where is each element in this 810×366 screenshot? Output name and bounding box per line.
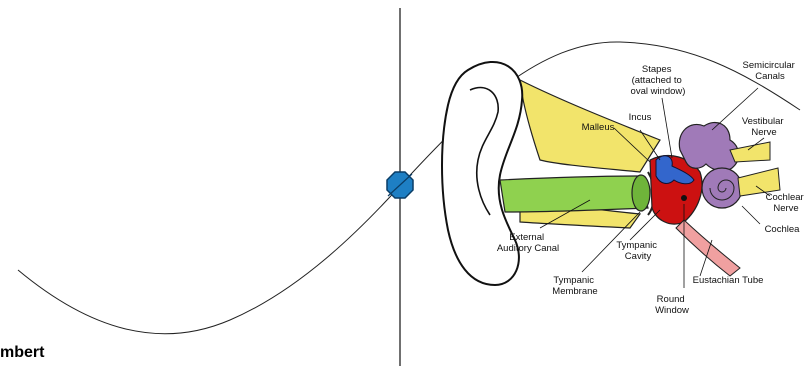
label-round-window-1: Round — [657, 294, 685, 305]
cochlea — [702, 168, 742, 208]
round-window — [681, 195, 687, 201]
label-eustachian: Eustachian Tube — [693, 275, 764, 286]
svg-text:Round Window: Round Window — [655, 294, 689, 316]
canal-end — [632, 175, 650, 211]
label-tympanic-membrane-1: Tympanic — [553, 275, 594, 286]
auditory-canal — [500, 176, 648, 212]
svg-text:Cochlear Nerve: Cochlear Nerve — [766, 192, 807, 214]
label-vestibular-2: Nerve — [751, 127, 776, 138]
svg-text:Semicircular Canals: Semicircular Canals — [743, 60, 798, 82]
eustachian-tube — [676, 220, 740, 276]
label-cochlear-nerve-1: Cochlear — [766, 192, 804, 203]
label-cochlea: Cochlea — [765, 224, 801, 235]
label-malleus: Malleus — [582, 122, 615, 133]
wave-knob[interactable] — [387, 172, 413, 198]
label-cochlear-nerve-2: Nerve — [773, 203, 798, 214]
label-stapes-3: oval window) — [631, 86, 686, 97]
svg-text:Tympanic Cavity: Tympanic Cavity — [616, 240, 659, 262]
label-vestibular-1: Vestibular — [742, 116, 784, 127]
label-incus: Incus — [629, 112, 652, 123]
svg-text:Stapes (attached to: Stapes (attached to oval window) — [631, 64, 686, 97]
svg-text:Vestibular Nerve: Vestibular Nerve — [742, 116, 786, 138]
semicircular-canals — [679, 122, 738, 170]
label-round-window-2: Window — [655, 305, 689, 316]
ear-illustration — [442, 62, 780, 285]
label-semicircular-1: Semicircular — [743, 60, 795, 71]
label-tympanic-membrane-2: Membrane — [552, 286, 597, 297]
svg-text:Tympanic Membrane: Tympanic Membrane — [552, 275, 597, 297]
label-tympanic-cavity-1: Tympanic — [616, 240, 657, 251]
label-semicircular-2: Canals — [755, 71, 785, 82]
label-tympanic-cavity-2: Cavity — [625, 251, 652, 262]
label-stapes-2: (attached to — [632, 75, 682, 86]
footer-text: mbert — [0, 344, 45, 361]
label-stapes-1: Stapes — [642, 64, 672, 75]
label-external-canal-2: Auditory Canal — [497, 243, 559, 254]
label-external-canal-1: External — [509, 232, 544, 243]
